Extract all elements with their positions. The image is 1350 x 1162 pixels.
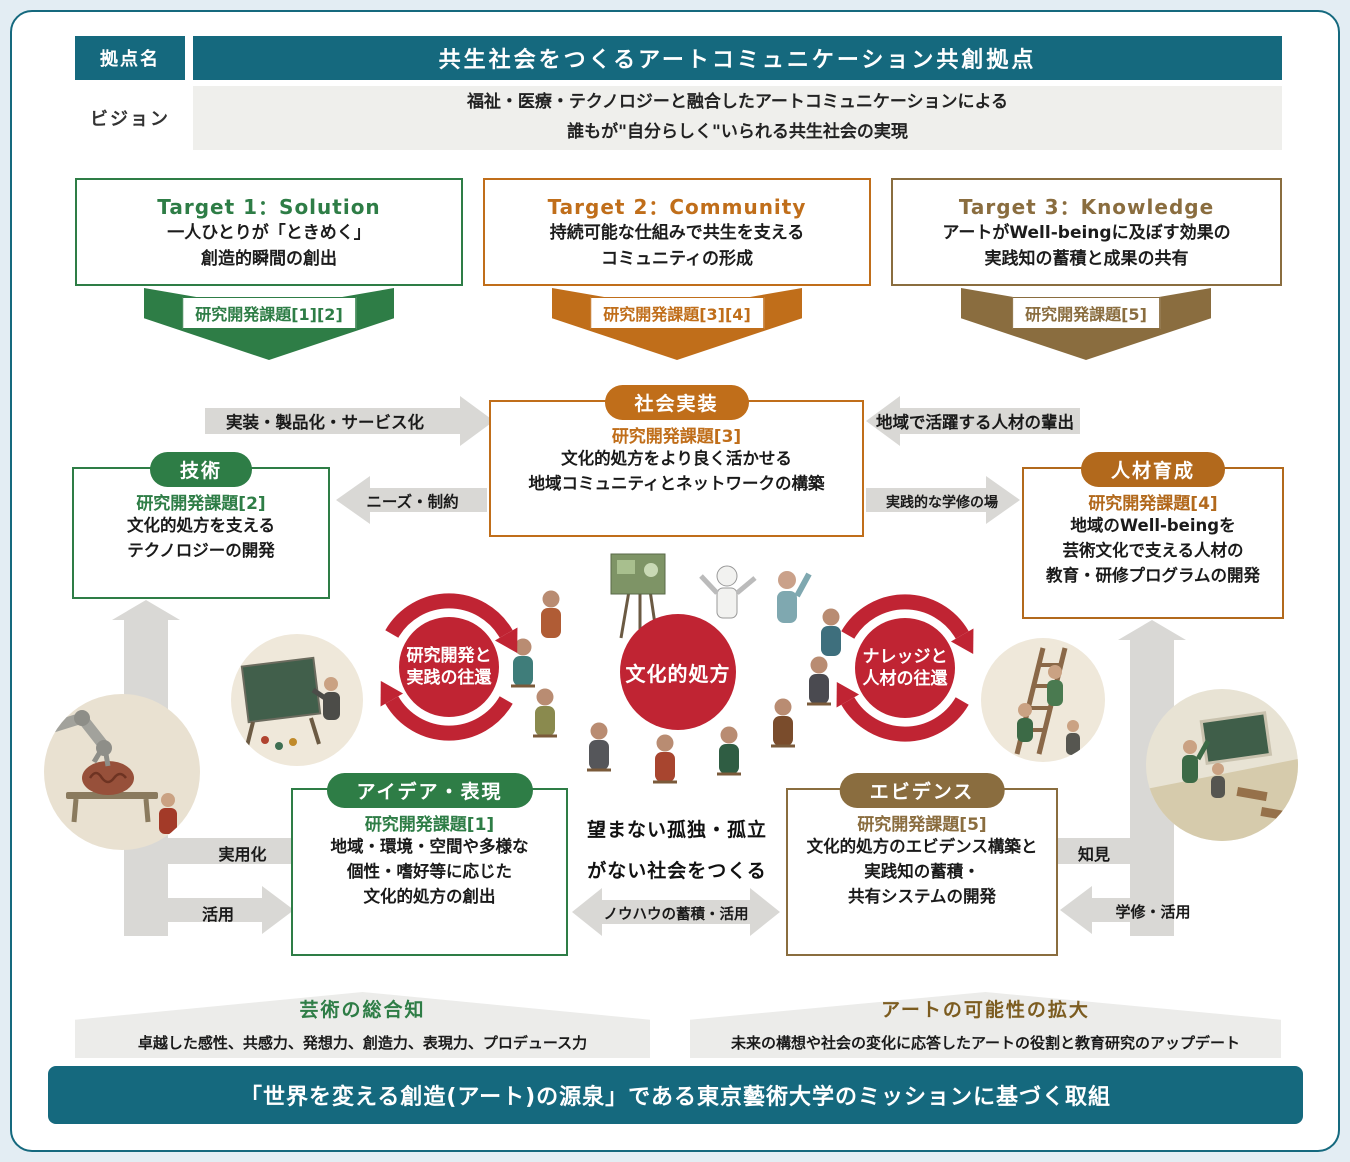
base-name-label: 拠点名 — [75, 36, 185, 80]
node-line: 地域のWell-beingを — [1070, 516, 1236, 535]
arrow-label-utilize: 活用 — [201, 905, 234, 924]
target-ribbon-2: 研究開発課題[3][4] — [552, 288, 802, 360]
ribbon-title: 芸術の総合知 — [299, 999, 426, 1021]
target-box-solution: Target 1：Solution 一人ひとりが「ときめく」 創造的瞬間の創出 — [75, 178, 463, 286]
arrow-label-learning-place: 実践的な学修の場 — [886, 495, 998, 511]
vision-label: ビジョン — [75, 88, 185, 148]
core-circle-cultural-prescription: 文化的処方 — [620, 614, 736, 730]
rd-task-tag: 研究開発課題[1][2] — [182, 297, 356, 329]
node-pill: エビデンス — [839, 773, 1005, 808]
rd-task: 研究開発課題[3] — [611, 427, 742, 447]
classroom-drawing — [1146, 711, 1298, 841]
society-line: 望まない孤独・孤立 — [586, 819, 767, 841]
rd-task-tag: 研究開発課題[3][4] — [590, 297, 764, 329]
painting-drawing — [240, 656, 340, 750]
arrow-label-knowledge: 知見 — [1077, 845, 1110, 864]
illustration-robot-arm — [44, 694, 200, 850]
arrow-label-needs: ニーズ・制約 — [366, 493, 459, 511]
society-line: がない社会をつくる — [587, 859, 767, 882]
vision-box: 福祉・医療・テクノロジーと融合したアートコミュニケーションによる 誰もが"自分ら… — [193, 86, 1282, 150]
vision-line-2: 誰もが"自分らしく"いられる共生社会の実現 — [567, 122, 908, 142]
target-title: Target 2：Community — [547, 195, 807, 219]
arrow-label-practical-use: 実用化 — [218, 845, 267, 864]
node-technology: 技術 研究開発課題[2] 文化的処方を支える テクノロジーの開発 — [72, 452, 330, 599]
target-ribbon-1: 研究開発課題[1][2] — [144, 288, 394, 360]
cycle-right-label: ナレッジと 人材の往還 — [825, 646, 985, 690]
target-line: 実践知の蓄積と成果の共有 — [984, 249, 1189, 270]
cycle-label-line: 研究開発と — [406, 646, 492, 666]
target-box-knowledge: Target 3：Knowledge アートがWell-beingに及ぼす効果の… — [891, 178, 1282, 286]
cycle-arrows-icon — [836, 594, 974, 742]
cycle-arrows-icon — [380, 593, 518, 741]
robot-arm-drawing — [48, 710, 177, 834]
ribbon-title: アートの可能性の拡大 — [881, 999, 1090, 1021]
node-line: 個性・嗜好等に応じた — [347, 861, 512, 881]
target-line: コミュニティの形成 — [601, 249, 753, 270]
node-human-resources: 人材育成 研究開発課題[4] 地域のWell-beingを 芸術文化で支える人材… — [1022, 452, 1284, 619]
node-line: 文化的処方の創出 — [363, 886, 496, 906]
arrow-label-study-use: 学修・活用 — [1115, 903, 1191, 921]
illustration-classroom — [1146, 689, 1298, 841]
node-line: 実践知の蓄積・ — [864, 861, 980, 881]
ladder-drawing — [1014, 647, 1080, 755]
node-line: テクノロジーの開発 — [127, 540, 275, 560]
node-line: 文化的処方を支える — [126, 516, 275, 535]
ribbon-text: 卓越した感性、共感力、発想力、創造力、表現力、プロデュース力 — [137, 1034, 588, 1052]
node-line: 地域コミュニティとネットワークの構築 — [528, 473, 825, 493]
cycle-left-label: 研究開発と 実践の往還 — [369, 645, 529, 689]
node-line: 地域・環境・空間や多様な — [330, 837, 529, 856]
society-statement: 望まない孤独・孤立 がない社会をつくる — [568, 810, 786, 892]
node-social-implementation: 社会実装 研究開発課題[3] 文化的処方をより良く活かせる 地域コミュニティとネ… — [489, 385, 864, 537]
cycle-label-line: ナレッジと — [862, 647, 948, 667]
node-line: 芸術文化で支える人材の — [1062, 540, 1244, 560]
base-title-banner: 共生社会をつくるアートコミュニケーション共創拠点 — [193, 36, 1282, 80]
target-line: 創造的瞬間の創出 — [201, 249, 337, 270]
target-line: 一人ひとりが「ときめく」 — [167, 223, 371, 243]
target-line: 持続可能な仕組みで共生を支える — [549, 223, 805, 243]
node-line: 文化的処方のエビデンス構築と — [806, 837, 1038, 856]
node-line: 文化的処方をより良く活かせる — [561, 449, 792, 468]
node-pill: 人材育成 — [1080, 452, 1226, 487]
rd-task: 研究開発課題[2] — [136, 494, 266, 514]
node-pill: 技術 — [149, 452, 253, 487]
rd-task: 研究開発課題[1] — [364, 815, 495, 835]
target-box-community: Target 2：Community 持続可能な仕組みで共生を支える コミュニテ… — [483, 178, 871, 286]
target-line: アートがWell-beingに及ぼす効果の — [942, 223, 1231, 243]
arrow-label-impl-product: 実装・製品化・サービス化 — [226, 413, 424, 432]
standing-person — [777, 571, 812, 623]
node-pill: アイデア・表現 — [326, 773, 533, 808]
target-title: Target 3：Knowledge — [958, 195, 1215, 219]
robot-figure — [699, 565, 757, 619]
node-pill: 社会実装 — [604, 385, 749, 420]
target-title: Target 1：Solution — [157, 195, 381, 219]
illustration-painting — [231, 634, 363, 766]
illustration-people-circle — [511, 553, 841, 784]
vision-line-1: 福祉・医療・テクノロジーと融合したアートコミュニケーションによる — [466, 92, 1009, 113]
cycle-left: 研究開発と 実践の往還 — [354, 562, 544, 772]
arrow-label-knowhow: ノウハウの蓄積・活用 — [603, 907, 749, 923]
target-ribbon-3: 研究開発課題[5] — [961, 288, 1211, 360]
ribbon-text: 未来の構想や社会の変化に応答したアートの役割と教育研究のアップデート — [730, 1034, 1241, 1052]
cycle-label-line: 実践の往還 — [406, 668, 492, 689]
seated-people — [511, 590, 841, 784]
rd-task-tag: 研究開発課題[5] — [1012, 297, 1160, 329]
illustration-ladder — [981, 638, 1105, 762]
node-line: 教育・研修プログラムの開発 — [1045, 565, 1260, 585]
arrow-label-hr-output: 地域で活躍する人材の輩出 — [876, 413, 1074, 432]
rd-task: 研究開発課題[4] — [1088, 494, 1218, 514]
node-idea-expression: アイデア・表現 研究開発課題[1] 地域・環境・空間や多様な 個性・嗜好等に応じ… — [291, 773, 568, 956]
cycle-label-line: 人材の往還 — [862, 669, 948, 690]
cycle-right: ナレッジと 人材の往還 — [810, 563, 1000, 773]
rd-task: 研究開発課題[5] — [857, 815, 987, 835]
node-evidence: エビデンス 研究開発課題[5] 文化的処方のエビデンス構築と 実践知の蓄積・ 共… — [786, 773, 1058, 956]
node-line: 共有システムの開発 — [847, 886, 996, 906]
mission-banner: 「世界を変える創造(アート)の源泉」である東京藝術大学のミッションに基づく取組 — [48, 1066, 1303, 1124]
